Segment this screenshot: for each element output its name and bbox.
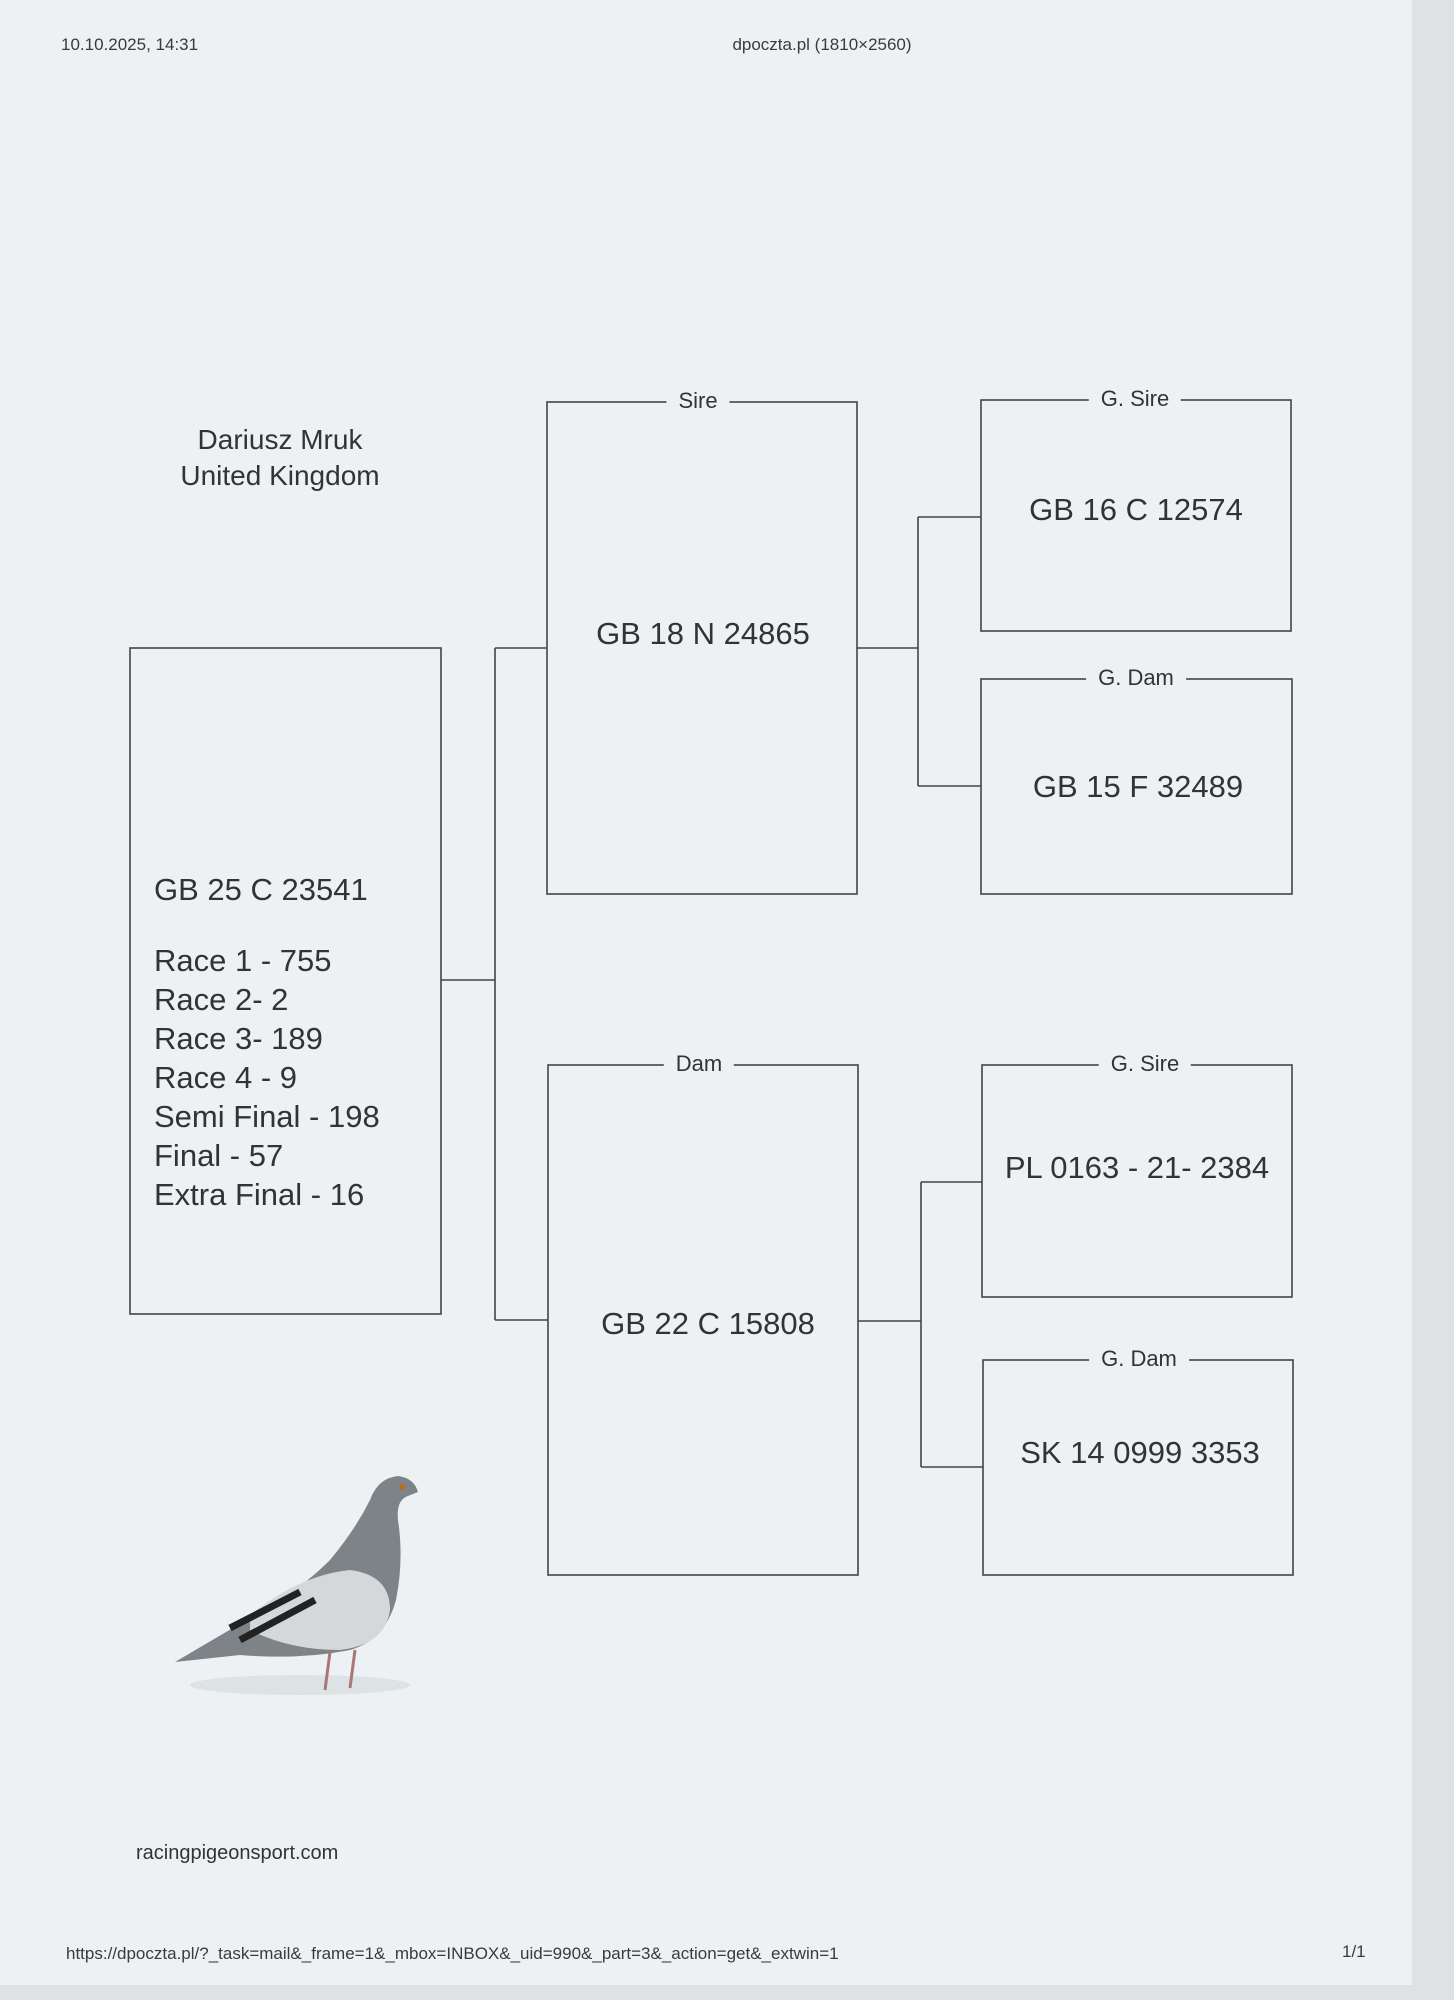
connector-main xyxy=(441,647,548,1321)
dam-dam-label: G. Dam xyxy=(1089,1346,1189,1372)
owner-name: Dariusz Mruk xyxy=(197,424,363,455)
result-4: Race 4 - 9 xyxy=(154,1060,298,1095)
footer-url[interactable]: https://dpoczta.pl/?_task=mail&_frame=1&… xyxy=(66,1944,839,1963)
sire-dam-label: G. Dam xyxy=(1086,665,1186,691)
sire-ring: GB 18 N 24865 xyxy=(596,616,810,651)
connector-dam xyxy=(858,1181,983,1468)
result-2: Race 2- 2 xyxy=(154,982,289,1017)
sire-sire-label: G. Sire xyxy=(1088,386,1182,412)
connector-sire xyxy=(857,516,981,787)
main-box xyxy=(129,647,442,1315)
page-number: 1/1 xyxy=(1342,1942,1366,1961)
dam-sire-label: G. Sire xyxy=(1098,1051,1192,1077)
print-title: dpoczta.pl (1810×2560) xyxy=(732,35,912,54)
result-semi-final: Semi Final - 198 xyxy=(154,1099,380,1134)
result-1: Race 1 - 755 xyxy=(154,943,332,978)
dam-dam-ring: SK 14 0999 3353 xyxy=(1020,1435,1260,1470)
bird-ring: GB 25 C 23541 xyxy=(154,872,368,907)
result-3: Race 3- 189 xyxy=(154,1021,323,1056)
sire-label: Sire xyxy=(666,388,730,414)
sire-sire-ring: GB 16 C 12574 xyxy=(1029,492,1243,527)
dam-ring: GB 22 C 15808 xyxy=(601,1306,815,1341)
pigeon-illustration xyxy=(175,1476,418,1695)
website-link[interactable]: racingpigeonsport.com xyxy=(136,1842,339,1864)
result-final: Final - 57 xyxy=(154,1138,284,1173)
result-extra-final: Extra Final - 16 xyxy=(154,1177,365,1212)
print-datetime: 10.10.2025, 14:31 xyxy=(61,35,199,54)
scan-edge-bottom xyxy=(0,1985,1454,2000)
dam-sire-ring: PL 0163 - 21- 2384 xyxy=(1004,1150,1270,1185)
scan-edge xyxy=(1412,0,1454,2000)
dam-label: Dam xyxy=(663,1051,735,1077)
sire-dam-ring: GB 15 F 32489 xyxy=(1032,769,1244,804)
owner-country: United Kingdom xyxy=(180,460,380,491)
